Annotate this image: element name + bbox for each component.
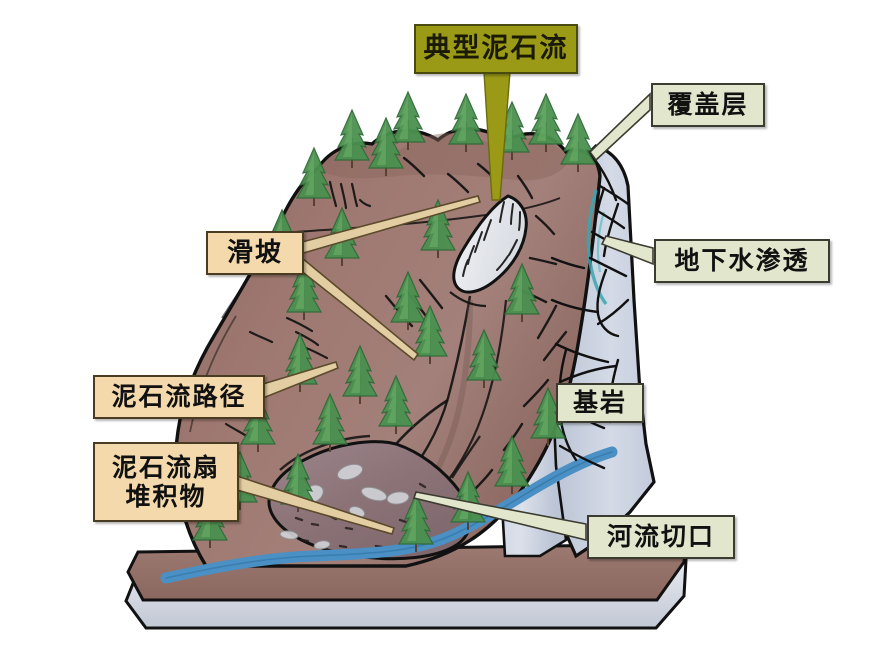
label-groundwater-seepage[interactable]: 地下水渗透	[654, 239, 830, 283]
river	[160, 446, 618, 584]
pointer-river-cut	[412, 491, 587, 542]
label-typical-debris-flow-text: 典型泥石流	[423, 33, 569, 65]
landslide-scar	[449, 194, 528, 308]
label-river-cut[interactable]: 河流切口	[587, 515, 735, 559]
label-typical-debris-flow[interactable]: 典型泥石流	[414, 24, 578, 74]
label-bedrock-text: 基岩	[572, 388, 627, 418]
label-bedrock[interactable]: 基岩	[556, 383, 644, 423]
label-debris-fan-deposit[interactable]: 泥石流扇 堆积物	[93, 442, 239, 522]
groundwater-seepage-line	[586, 189, 608, 306]
label-landslide-text: 滑坡	[226, 237, 283, 268]
label-landslide[interactable]: 滑坡	[206, 231, 304, 275]
label-cover-layer-text: 覆盖层	[667, 90, 749, 120]
label-debris-fan-deposit-line2: 堆积物	[125, 482, 207, 511]
pointer-cover-layer	[588, 92, 651, 162]
label-cover-layer[interactable]: 覆盖层	[651, 83, 765, 127]
label-river-cut-text: 河流切口	[606, 522, 715, 552]
label-debris-flow-path[interactable]: 泥石流路径	[93, 375, 265, 419]
label-debris-flow-path-text: 泥石流路径	[111, 382, 247, 412]
label-debris-fan-deposit-line1: 泥石流扇	[111, 452, 220, 482]
pointer-groundwater-seepage	[600, 235, 654, 266]
label-groundwater-seepage-text: 地下水渗透	[674, 246, 810, 276]
